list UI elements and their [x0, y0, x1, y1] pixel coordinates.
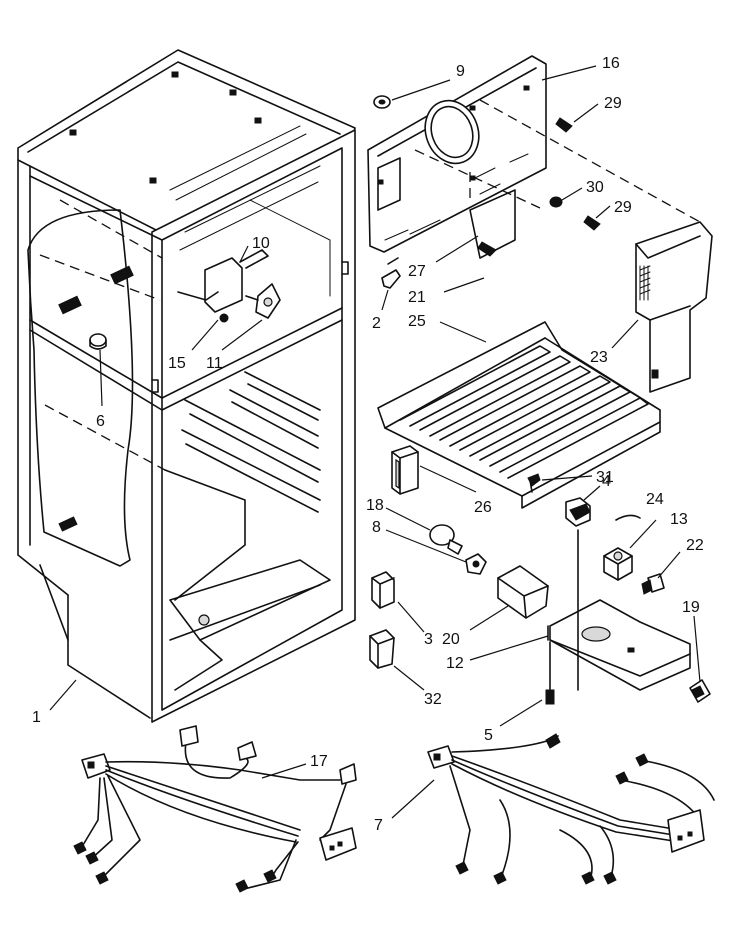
- callout-2: 2: [372, 315, 381, 332]
- plug-button: [89, 333, 107, 350]
- evaporator-fan-motor: [177, 249, 281, 323]
- air-duct: [635, 221, 713, 393]
- callout-6: 6: [96, 413, 105, 430]
- connector-19: [689, 679, 711, 703]
- leader-lines: [49, 65, 701, 819]
- callout-11: 11: [206, 355, 223, 372]
- callout-15: 15: [168, 355, 186, 372]
- control-knob: [565, 497, 591, 527]
- callout-3: 3: [424, 631, 433, 648]
- callout-22: 22: [686, 537, 704, 554]
- screw-29-bottom: [583, 215, 601, 231]
- callout-13: 13: [670, 511, 688, 528]
- callout-17: 18: [366, 497, 384, 514]
- light-switch: [641, 573, 665, 595]
- callout-7: 7: [374, 817, 383, 834]
- callout-23: 23: [590, 349, 608, 366]
- screw-31: [527, 473, 541, 487]
- callout-32: 32: [424, 691, 442, 708]
- wire-harness-7: [427, 733, 715, 885]
- screw-30: [549, 196, 563, 208]
- callout-1: 1: [32, 709, 41, 726]
- switch-housing: [371, 571, 395, 609]
- callout-19: 19: [682, 599, 700, 616]
- relay-32: [369, 629, 395, 669]
- clip-2: [381, 257, 401, 289]
- callout-21: 17: [310, 753, 328, 770]
- callout-29-bottom: 29: [614, 199, 632, 216]
- screw-9: [373, 95, 391, 109]
- thermostat: [603, 547, 633, 581]
- screw-29-top: [555, 117, 573, 133]
- evaporator-cover-panel: [367, 55, 547, 259]
- callout-29-top: 29: [604, 95, 622, 112]
- defrost-timer: [391, 445, 419, 495]
- callout-10: 10: [252, 235, 270, 252]
- callout-24: 24: [646, 491, 664, 508]
- callout-26: 26: [474, 499, 492, 516]
- screw-20: [477, 241, 497, 257]
- light-bulb: [429, 524, 463, 555]
- clip-24: [615, 514, 641, 521]
- callout-labels: 9 16 29 30 29 10 27 21 2 25 23 15 11 6 3…: [32, 55, 704, 834]
- callout-18: 20: [442, 631, 460, 648]
- callout-25: 25: [408, 313, 426, 330]
- callout-20: 21: [408, 289, 426, 306]
- control-cover: [497, 565, 549, 619]
- callout-4: 4: [602, 473, 611, 490]
- cabinet-liner: [17, 49, 356, 723]
- callout-9: 9: [456, 63, 465, 80]
- wire-harness-21: [73, 725, 357, 893]
- callout-8: 8: [372, 519, 381, 536]
- callout-16: 16: [602, 55, 620, 72]
- callout-5: 5: [484, 727, 493, 744]
- callout-31: 31: [596, 469, 614, 486]
- control-bracket: [547, 529, 691, 691]
- callout-30: 30: [586, 179, 604, 196]
- screw-5: [545, 641, 555, 705]
- callout-12: 12: [446, 655, 464, 672]
- callout-27: 27: [408, 263, 426, 280]
- lamp-socket: [465, 553, 487, 575]
- evaporator-coil: [377, 321, 661, 509]
